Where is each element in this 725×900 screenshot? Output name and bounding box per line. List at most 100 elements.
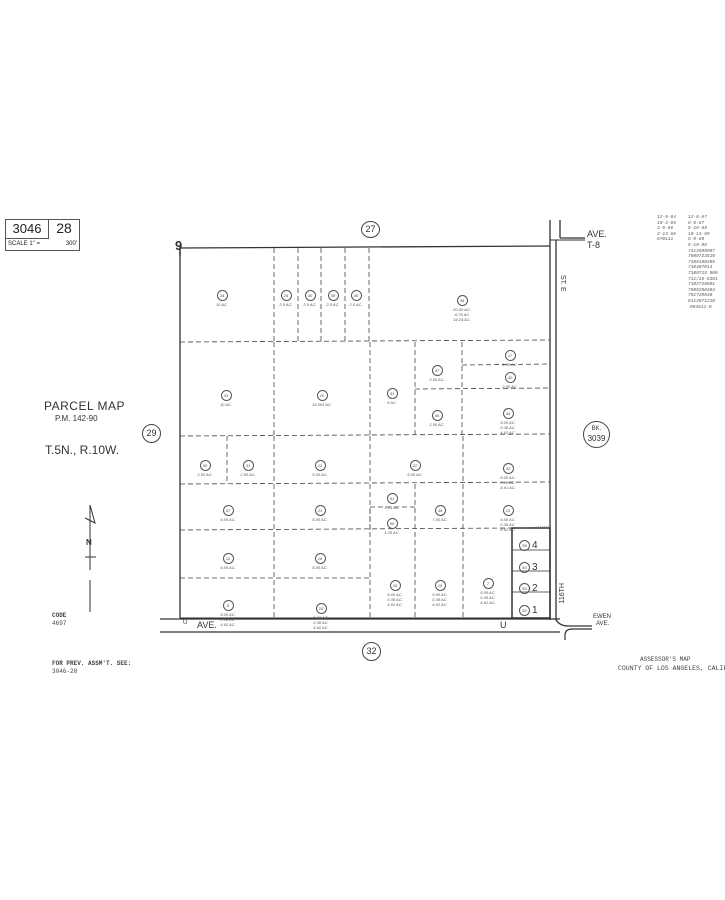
parcel-number: 41 [386, 388, 398, 399]
parcel-area: 10 AC. [215, 302, 229, 307]
parcel-number: 30 [304, 290, 316, 301]
parcel-number: 49 [434, 505, 446, 516]
parcel-number: 54 [519, 562, 530, 574]
parcel-number: 16 [389, 580, 401, 591]
parcel-area: 2.50 AC. [429, 377, 445, 382]
parcel-area: -0.76 AC. [453, 312, 471, 317]
parcel-area: 5.00 AC. [220, 565, 236, 570]
parcel-area: 0.38 AC. [432, 597, 448, 602]
lot-number: 1 [532, 605, 538, 617]
parcel-area: 0.38 AC. [500, 425, 516, 430]
street-ave-north: AVE. [587, 229, 607, 239]
parcel-area: 4.62 AC. [432, 602, 448, 607]
parcel-number: 46 [431, 410, 443, 421]
parcel-number: 34 [216, 290, 228, 301]
parcel-area: 19.24 AC. [453, 317, 471, 322]
parcel-area: 5.00 AC. [220, 612, 236, 617]
parcel-area: 5.00 AC. [500, 475, 516, 480]
parcel-area: 2.50 AC. [429, 422, 445, 427]
parcel-number: 7 [482, 578, 494, 589]
parcel-area: 1.25 AC. [384, 505, 400, 510]
north-arrow-icon: N [86, 538, 92, 547]
parcel-number: 53 [519, 583, 530, 595]
page-number: 28 [56, 220, 72, 236]
parcel-area: 0.38 AC. [313, 620, 329, 625]
code-value: 4697 [52, 620, 67, 627]
street-ave-south-prefix: U [183, 620, 188, 626]
parcel-number: 22 [409, 460, 421, 471]
parcel-map-title: PARCEL MAP [44, 399, 126, 413]
parcel-number: 26 [280, 290, 292, 301]
parcel-number: 11 [222, 553, 234, 564]
pm-reference: P.M. 142-90 [55, 414, 98, 423]
parcel-number: 37 [222, 505, 234, 516]
parcel-number: 36 [456, 295, 468, 306]
parcel-area: 0.38 AC. [220, 617, 236, 622]
parcel-number: 20 [316, 390, 328, 401]
parcel-area: 5.00 AC. [500, 420, 516, 425]
code-label: CODE [52, 612, 67, 619]
street-ave-south: AVE. [197, 620, 217, 630]
parcel-area: 5.00 AC. [387, 592, 403, 597]
parcel-number: 51 [386, 493, 398, 504]
township-range: T.5N., R.10W. [45, 443, 120, 457]
street-ewen: EWEN [593, 614, 611, 620]
parcel-area: 0.38 AC. [500, 480, 516, 485]
map-title-box: 3046 28 SCALE 1" = 300' [5, 219, 80, 251]
adjacent-page-west[interactable]: 29 [142, 424, 161, 443]
parcel-area: 4.62 AC. [500, 430, 516, 435]
parcel-number: 21 [314, 505, 326, 516]
adjacent-page-north[interactable]: 27 [361, 221, 380, 238]
parcel-area: 2.5 AC. [303, 302, 317, 307]
parcel-number: 12 [314, 460, 326, 471]
parcel-number: 8 [222, 600, 234, 611]
parcel-area: 5.00 AC. [312, 472, 328, 477]
parcel-area: 2.50 AC. [197, 472, 213, 477]
parcel-number: 40 [350, 290, 362, 301]
parcel-number: 55 [519, 540, 530, 552]
parcel-area: 1.25 AC. [384, 530, 400, 535]
parcel-number: 15 [315, 603, 327, 614]
parcel-area: 10.001 AC. [312, 402, 332, 407]
parcel-area: 10 AC. [219, 402, 233, 407]
adjacent-page-south[interactable]: 32 [362, 642, 381, 661]
adjacent-book-east[interactable]: BK. 3039 [583, 421, 610, 448]
parcel-area: 0.38 AC. [480, 595, 496, 600]
